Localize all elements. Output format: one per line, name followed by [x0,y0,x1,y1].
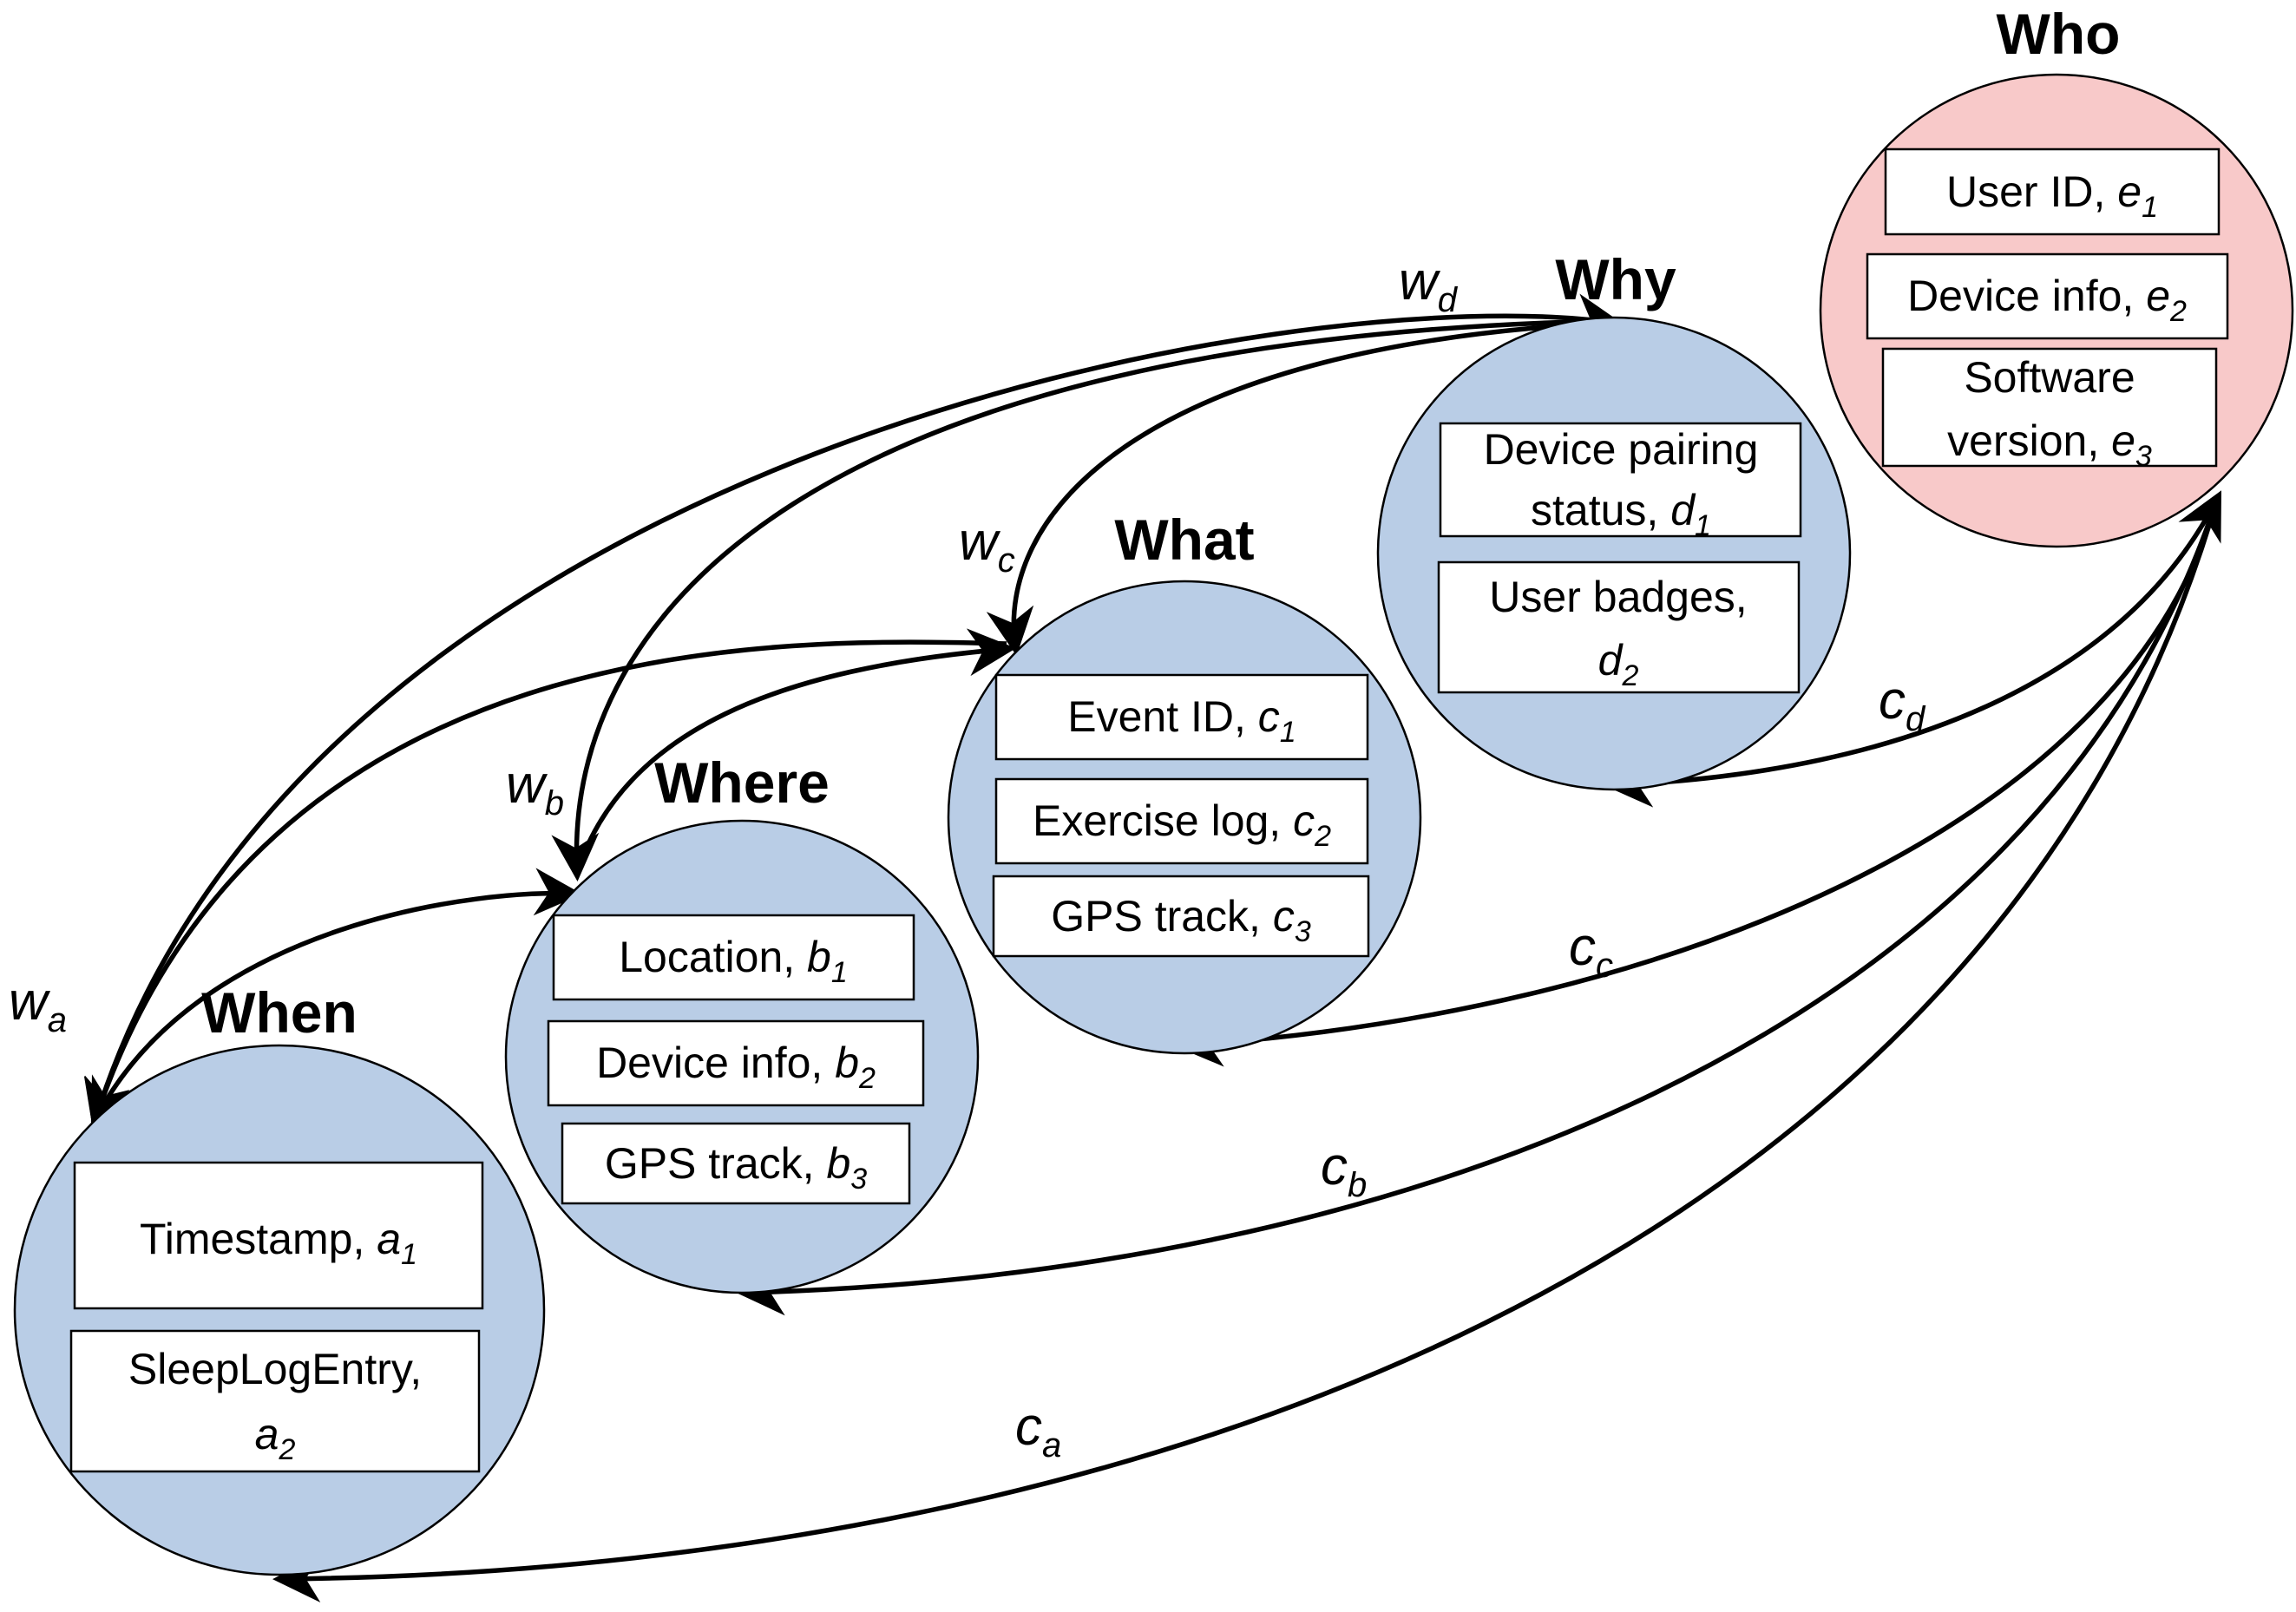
label-wc: wc [959,512,1015,580]
edge-where-why [551,318,1606,881]
attr-box-b3 [561,1122,911,1205]
node-why-title: Why [1555,247,1676,311]
attr-d2-line1: User badges, [1489,573,1747,621]
node-where: Where Location, b1 Device info, b2 GPS t… [504,750,980,1294]
label-wd: wd [1399,252,1459,319]
edge-what-why [986,320,1610,656]
edge-labels: wa wb wc wd cd cc cb ca [9,252,1926,1465]
attr-e1: User ID, e1 [1946,167,2158,224]
attr-d1-line2: status, d1 [1531,486,1711,542]
label-wb: wb [506,755,564,822]
edge-when-where [90,868,582,1128]
node-where-title: Where [654,750,830,815]
edge-where-what [574,628,1016,873]
label-cc: cc [1569,917,1613,985]
label-cd: cd [1879,671,1926,738]
attr-d2-line2: d2 [1598,636,1639,692]
attr-box-d2 [1437,560,1801,694]
label-ca: ca [1015,1397,1061,1465]
edges [83,293,2222,1603]
attr-box-b1 [552,914,915,1001]
attr-b1: Location, b1 [619,933,848,989]
edge-when-why [83,293,1624,1129]
attr-box-c2 [994,777,1369,865]
node-what-title: What [1114,508,1254,572]
attr-b3: GPS track, b3 [605,1139,867,1196]
attr-e3-line2: version, e3 [1947,416,2152,473]
node-why: Why Device pairing status, d1 User badge… [1376,247,1852,791]
attr-c1: Event ID, c1 [1067,692,1296,749]
attr-box-e2 [1866,252,2229,340]
attr-box-a1 [73,1161,484,1310]
edge-who-when [272,498,2220,1603]
attr-d1-line1: Device pairing [1484,425,1759,474]
attr-box-e1 [1884,147,2221,236]
attr-e2: Device info, e2 [1907,272,2187,328]
attr-c3: GPS track, c3 [1051,892,1311,948]
attr-box-b2 [547,1019,925,1107]
edge-who-why [1604,490,2222,808]
label-cb: cb [1321,1137,1367,1204]
attr-b2: Device info, b2 [596,1039,876,1095]
node-when: When Timestamp, a1 SleepLogEntry, a2 [13,980,546,1576]
attr-a1: Timestamp, a1 [140,1215,417,1271]
edge-who-what [1175,498,2220,1067]
node-why-circle [1376,316,1852,791]
attr-box-d1 [1439,422,1802,538]
node-when-circle [13,1044,546,1576]
attr-box-e3 [1881,347,2218,468]
attr-e3-line1: Software [1964,353,2135,402]
node-who-title: Who [1997,2,2121,66]
edge-who-where [737,498,2220,1316]
label-wa: wa [9,972,67,1039]
node-who: Who User ID, e1 Device info, e2 Software… [1819,2,2294,548]
attr-c2: Exercise log, c2 [1033,796,1331,853]
node-what: What Event ID, c1 Exercise log, c2 GPS t… [947,508,1422,1055]
attr-a2-line2: a2 [255,1410,296,1466]
attr-box-c3 [992,875,1370,958]
node-when-title: When [201,980,358,1045]
attr-a2-line1: SleepLogEntry, [128,1345,422,1393]
attr-box-c1 [994,673,1369,761]
attr-box-a2 [69,1329,481,1473]
